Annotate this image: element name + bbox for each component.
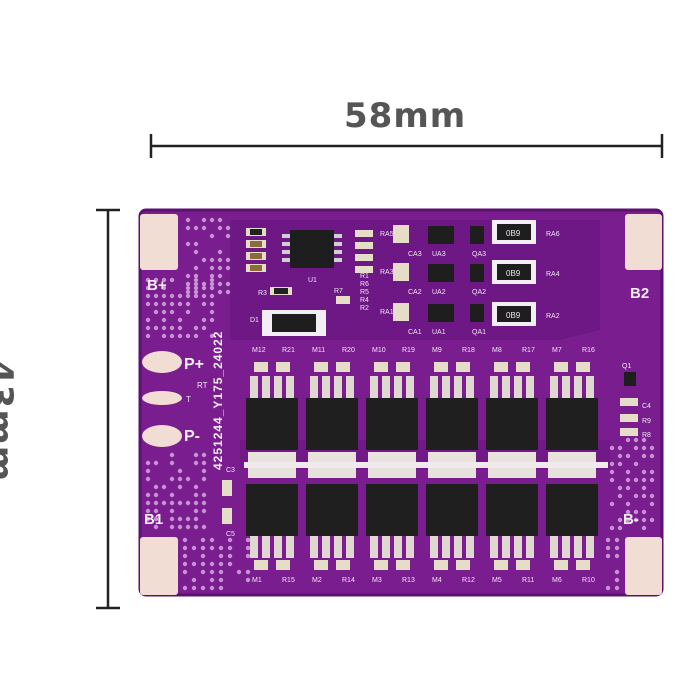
pad-p-plus (142, 351, 182, 373)
pad-b-plus (140, 214, 178, 270)
silkscreen-label: RA5 (380, 231, 394, 238)
silkscreen-label: UA3 (432, 251, 446, 258)
mosfet-top-label: R21 (282, 347, 295, 354)
silkscreen-label: R6 (360, 281, 369, 288)
pad-p-minus (142, 425, 182, 447)
mosfet-top-label: M11 (312, 347, 325, 354)
transistor-q1 (624, 372, 636, 386)
silkscreen-label: R3 (258, 290, 267, 297)
label-p-plus: P+ (184, 356, 204, 373)
silkscreen-label: R8 (642, 432, 651, 439)
label-b1: B1 (144, 511, 163, 528)
silkscreen-label: 0B9 (506, 311, 521, 320)
silkscreen-label: UA1 (432, 329, 446, 336)
mosfet-bottom-label: M1 (252, 577, 262, 584)
mosfet-bottom-label: R15 (282, 577, 295, 584)
mosfet-bottom-label: R12 (462, 577, 475, 584)
silkscreen-label: 0B9 (506, 269, 521, 278)
silkscreen-label: QA3 (472, 251, 486, 258)
mosfet-bottom-label: M6 (552, 577, 562, 584)
silkscreen-label: 0B9 (506, 229, 521, 238)
mosfet-bottom-label: R10 (582, 577, 595, 584)
silkscreen-label: C3 (226, 467, 235, 474)
silkscreen-label: R5 (360, 289, 369, 296)
silkscreen-label: RA3 (380, 269, 394, 276)
label-p-minus: P- (184, 428, 200, 445)
silkscreen-label: RA1 (380, 309, 394, 316)
silkscreen-label: C5 (226, 531, 235, 538)
mosfet-top-label: M8 (492, 347, 502, 354)
mosfet-bottom-label: M5 (492, 577, 502, 584)
mosfet-bottom-label: R13 (402, 577, 415, 584)
silkscreen-label: UA2 (432, 289, 446, 296)
width-dimension-line (151, 134, 662, 158)
mosfet-bottom-label: M2 (312, 577, 322, 584)
silkscreen-label: Q1 (622, 363, 631, 370)
mosfet-top-label: M7 (552, 347, 562, 354)
mosfet-bottom-label: M4 (432, 577, 442, 584)
silkscreen-label: R7 (334, 288, 343, 295)
silkscreen-label: C4 (642, 403, 651, 410)
silkscreen-label: RA2 (546, 313, 560, 320)
silkscreen-label: R9 (642, 418, 651, 425)
pad-b-minus (625, 537, 662, 595)
mosfet-top-label: M9 (432, 347, 442, 354)
mosfet-top-label: R20 (342, 347, 355, 354)
silkscreen-label: RA6 (546, 231, 560, 238)
mosfet-top-label: R16 (582, 347, 595, 354)
silkscreen-label: RA4 (546, 271, 560, 278)
board-serial: 4251244_Y175_24022 (211, 331, 225, 470)
label-b-plus: B+ (147, 277, 167, 294)
pad-b1 (140, 537, 178, 595)
pad-b2 (625, 214, 662, 270)
mosfet-top-label: R18 (462, 347, 475, 354)
silkscreen-label: CA2 (408, 289, 422, 296)
mosfet-bottom-label: R11 (522, 577, 534, 584)
silkscreen-label: D1 (250, 317, 259, 324)
silkscreen-label: QA2 (472, 289, 486, 296)
silkscreen-label: R4 (360, 297, 369, 304)
mosfet-bottom-label: R14 (342, 577, 355, 584)
silkscreen-label: CA3 (408, 251, 422, 258)
mosfet-top-label: R17 (522, 347, 535, 354)
ic-u1 (290, 230, 334, 268)
silkscreen-label: QA1 (472, 329, 486, 336)
silkscreen-label: U1 (308, 277, 317, 284)
mosfet-top-label: M12 (252, 347, 266, 354)
silkscreen-label: R2 (360, 305, 369, 312)
mosfet-bottom-label: M3 (372, 577, 382, 584)
label-b-minus: B- (623, 511, 639, 528)
label-rt: RT (197, 381, 208, 390)
mosfet-top-label: R19 (402, 347, 415, 354)
silkscreen-label: CA1 (408, 329, 422, 336)
mosfet-top-label: M10 (372, 347, 386, 354)
height-dimension-line (96, 210, 120, 608)
busbar (244, 462, 608, 468)
label-t: T (186, 395, 191, 404)
label-b2: B2 (630, 285, 649, 302)
silkscreen-label: R1 (360, 273, 369, 280)
pad-t (142, 391, 182, 405)
